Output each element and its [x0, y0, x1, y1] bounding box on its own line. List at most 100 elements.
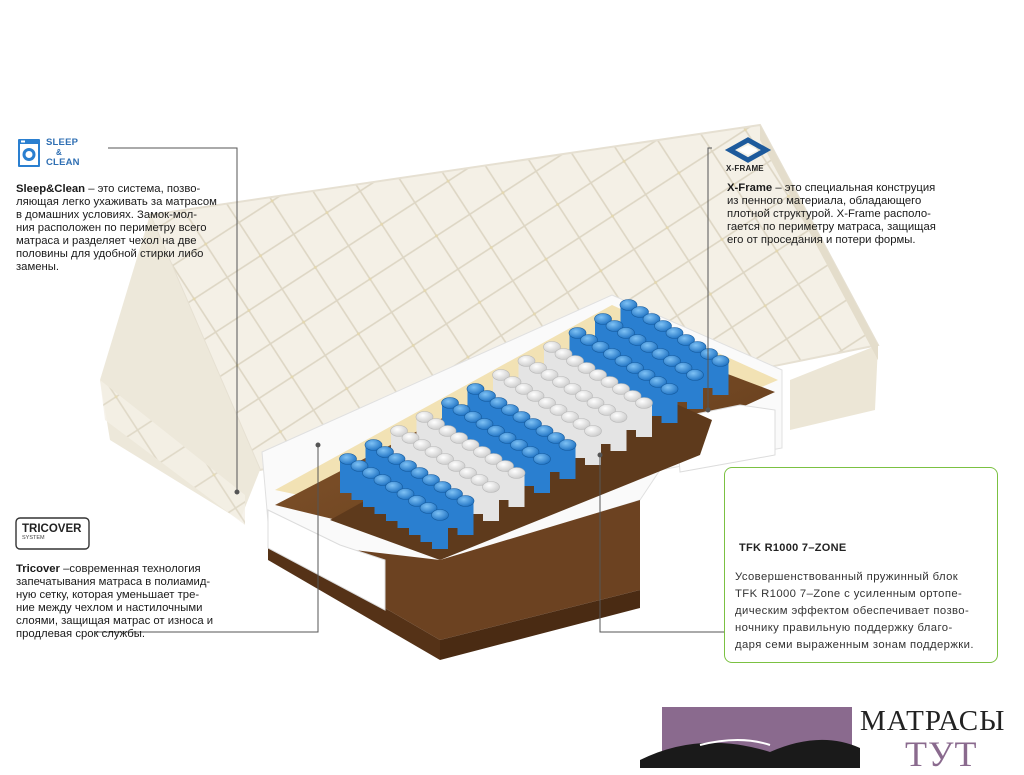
spring: [610, 417, 627, 451]
spring: [432, 515, 448, 549]
spring-top: [498, 432, 517, 444]
spring-top: [422, 474, 440, 486]
spring-top: [501, 404, 519, 416]
tfk-line-1: TFK R1000 7–Zone с усиленным ортопе-: [735, 588, 963, 600]
spring: [534, 459, 550, 493]
sleep-clean-icon-label: SLEEP & CLEAN: [46, 138, 80, 168]
xframe-line-3: гается по периметру матраса, защищая: [727, 221, 936, 233]
spring-top: [619, 299, 638, 311]
spring-top: [575, 390, 593, 402]
xframe-line-1: из пенного материала, обладающего: [727, 195, 922, 207]
spring-top: [660, 383, 679, 395]
spring-top: [385, 481, 403, 493]
tricover-text-0: –современная технология: [59, 563, 201, 575]
tfk-title: TFK R1000 7–ZONE: [739, 542, 847, 554]
sleep-clean-line-1: ляющая легко ухаживать за матрасом: [16, 196, 217, 208]
tricover-line-1: запечатывания матраса в полиамид-: [16, 576, 211, 588]
tricover-icon-label: TRICOVER SYSTEM: [22, 523, 81, 542]
spring: [687, 375, 703, 409]
sleep-clean-icon-line1: SLEEP: [46, 137, 79, 148]
tfk-line-4: даря семи выраженным зонам поддержки.: [735, 639, 974, 651]
xframe-title: X-Frame: [727, 182, 773, 194]
sleep-clean-line-3: ния расположен по периметру всего: [16, 222, 207, 234]
xframe-line-4: его от проседания и потери формы.: [727, 234, 916, 246]
spring-top: [364, 439, 383, 451]
spring-top: [552, 376, 570, 388]
xframe-icon-label: X-FRAME: [726, 164, 764, 173]
spring-top: [413, 439, 431, 451]
spring-top: [408, 495, 426, 507]
xframe-description: X-Frame – это специальная конструция из …: [727, 182, 967, 247]
spring-top: [450, 432, 468, 444]
sleep-clean-line-2: в домашних условиях. Замок-мол-: [16, 209, 198, 221]
spring-top: [484, 453, 503, 465]
brand-logo-mark: [640, 707, 860, 768]
spring-top: [603, 348, 621, 360]
xframe-icon: [724, 137, 772, 163]
spring-top: [339, 453, 357, 465]
spring-top: [609, 411, 628, 423]
spring-top: [626, 362, 644, 374]
spring-top: [459, 467, 477, 479]
brand-logo-subtext: ТУТ: [905, 734, 978, 774]
sleep-clean-title: Sleep&Clean: [16, 183, 86, 195]
spring-top: [677, 334, 695, 346]
spring-top: [649, 376, 667, 388]
spring-top: [496, 460, 514, 472]
spring-top: [623, 390, 642, 402]
tricover-icon-line2: SYSTEM: [22, 535, 45, 541]
spring-top: [572, 418, 591, 430]
spring-top: [642, 313, 661, 325]
spring-top: [651, 348, 670, 360]
spring-top: [526, 390, 545, 402]
spring: [483, 487, 499, 521]
sleep-clean-line-6: замены.: [16, 261, 60, 273]
spring-top: [445, 488, 463, 500]
spring-top: [466, 383, 485, 395]
spring-top: [558, 439, 577, 451]
spring-top: [663, 355, 681, 367]
spring-top: [390, 425, 408, 437]
spring-top: [554, 348, 573, 360]
spring-top: [535, 425, 554, 437]
spring-top: [438, 425, 457, 437]
spring-top: [512, 411, 531, 423]
spring-top: [586, 397, 605, 409]
spring: [559, 445, 576, 479]
spring-top: [510, 439, 528, 451]
xframe-line-0: X-Frame – это специальная конструция: [727, 182, 967, 195]
sleep-clean-line-4: матраса и разделяет чехол на две: [16, 235, 197, 247]
spring-top: [654, 320, 672, 332]
spring-top: [674, 362, 693, 374]
spring: [457, 501, 474, 535]
tricover-line-4: слоями, защищая матрас от износа и: [16, 615, 214, 627]
spring-top: [517, 355, 536, 367]
spring-top: [470, 474, 489, 486]
spring-top: [589, 369, 607, 381]
spring-top: [524, 418, 542, 430]
spring-top: [464, 411, 482, 423]
spring-top: [529, 362, 547, 374]
spring-top: [577, 362, 596, 374]
spring-top: [376, 446, 394, 458]
spring: [585, 431, 601, 465]
tfk-line-3: ночнику правильную поддержку благо-: [735, 622, 953, 634]
spring-top: [482, 481, 500, 493]
spring-top: [492, 369, 510, 381]
spring-top: [617, 327, 635, 339]
spring-top: [399, 460, 417, 472]
spring-top: [614, 355, 633, 367]
spring-top: [543, 341, 561, 353]
spring-top: [436, 453, 454, 465]
spring-top: [600, 376, 619, 388]
tfk-callout: TFK R1000 7–ZONE Усовершенствованный пру…: [724, 467, 998, 663]
spring-top: [563, 383, 582, 395]
spring-top: [591, 341, 610, 353]
sleep-clean-icon-line2: &: [56, 148, 62, 157]
spring-top: [635, 397, 653, 409]
spring-top: [540, 369, 559, 381]
spring-top: [475, 418, 494, 430]
spring-top: [640, 341, 658, 353]
brand-logo-text: МАТРАСЫ: [860, 705, 1006, 737]
spring-top: [433, 481, 452, 493]
